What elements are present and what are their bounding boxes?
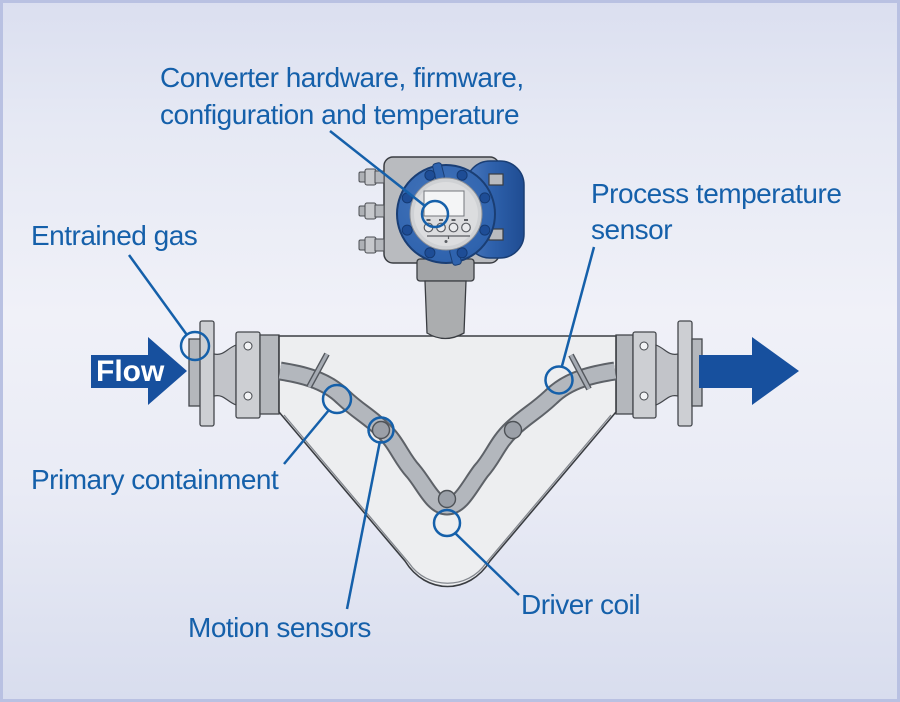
leader-line-converter (329, 130, 426, 207)
weld-mark-right-fill (569, 354, 591, 390)
annotation-circle-driver-coil (432, 508, 462, 538)
label-converter-line2: configuration and temperature (160, 99, 520, 130)
ring-bolt (479, 192, 491, 204)
ring-bolt (456, 247, 468, 259)
hinge-tab-top (488, 173, 504, 186)
leader-line-motion-sensors (345, 440, 382, 610)
leader-line-entrained-gas (127, 254, 189, 336)
key-dot (444, 240, 448, 243)
ring-bolt (401, 224, 413, 236)
tube-sensor-dots (371, 420, 523, 509)
outlet-flange-plate (677, 320, 693, 427)
label-converter: Converter hardware, firmware, configurat… (160, 59, 524, 133)
label-process-temperature-line2: sensor (591, 214, 673, 245)
outlet-bolt-hole (639, 341, 649, 351)
ring-bolt (479, 224, 491, 236)
inlet-bolt-hole (243, 391, 253, 401)
inlet-flange (188, 320, 280, 427)
leader-line-process-temperature (560, 246, 596, 367)
key-glyph (426, 219, 431, 221)
inlet-bolt-hole (243, 341, 253, 351)
label-driver-coil: Driver coil (521, 589, 640, 620)
neck-column (424, 280, 467, 340)
weld-mark-left-fill (307, 353, 329, 388)
motion-sensor-dot-left (371, 420, 391, 440)
gland-body (364, 202, 377, 220)
ring-bolt (424, 247, 436, 259)
flowmeter-diagram (91, 130, 799, 610)
key-glyph (464, 219, 468, 221)
weld-marks (306, 352, 592, 391)
annotation-circle-primary-containment (321, 383, 353, 415)
housing-rim-line (283, 414, 612, 584)
label-process-temperature: Process temperature sensor (591, 176, 842, 248)
inlet-collar (259, 334, 280, 415)
outlet-arrow-icon (699, 337, 799, 405)
outlet-flange (615, 320, 703, 427)
gland-nut (374, 238, 385, 252)
leader-line-primary-containment (283, 409, 330, 465)
cable-glands (358, 168, 385, 254)
key-bracket (427, 235, 470, 239)
outlet-collar (615, 334, 634, 415)
key-glyph (439, 219, 443, 221)
sensor-housing (278, 335, 617, 588)
label-primary-containment: Primary containment (31, 464, 279, 495)
gland-body (364, 168, 377, 186)
label-entrained-gas: Entrained gas (31, 220, 198, 251)
leader-line-driver-coil (454, 532, 520, 596)
key-glyph (451, 219, 456, 221)
keypad (423, 219, 471, 243)
outlet-flange-hub (655, 344, 679, 406)
ring-bolt (456, 169, 468, 181)
converter-head (358, 156, 525, 340)
housing-body (278, 335, 617, 588)
inlet-flange-hub (213, 344, 237, 406)
gland-body (364, 236, 377, 254)
key-button (448, 222, 459, 233)
key-button (461, 222, 471, 233)
label-motion-sensors: Motion sensors (188, 612, 371, 643)
ring-bolt (424, 169, 436, 181)
label-converter-line1: Converter hardware, firmware, (160, 62, 524, 93)
annotation-circle-converter (420, 199, 450, 229)
ring-bolts (401, 169, 491, 259)
label-flow: Flow (96, 355, 165, 388)
driver-coil-dot (437, 489, 457, 509)
annotation-circle-process-temperature (544, 365, 574, 395)
outlet-bolt-hole (639, 391, 649, 401)
annotations (127, 130, 596, 610)
annotation-circle-motion-sensors (367, 416, 395, 444)
annotation-circle-entrained-gas (179, 330, 211, 362)
label-process-temperature-line1: Process temperature (591, 178, 842, 209)
inlet-pipe-stub (188, 338, 202, 407)
motion-sensor-dot-right (503, 420, 523, 440)
display-screen (423, 190, 465, 217)
flow-arrow-icon (91, 337, 187, 405)
gland-nut (374, 204, 385, 218)
